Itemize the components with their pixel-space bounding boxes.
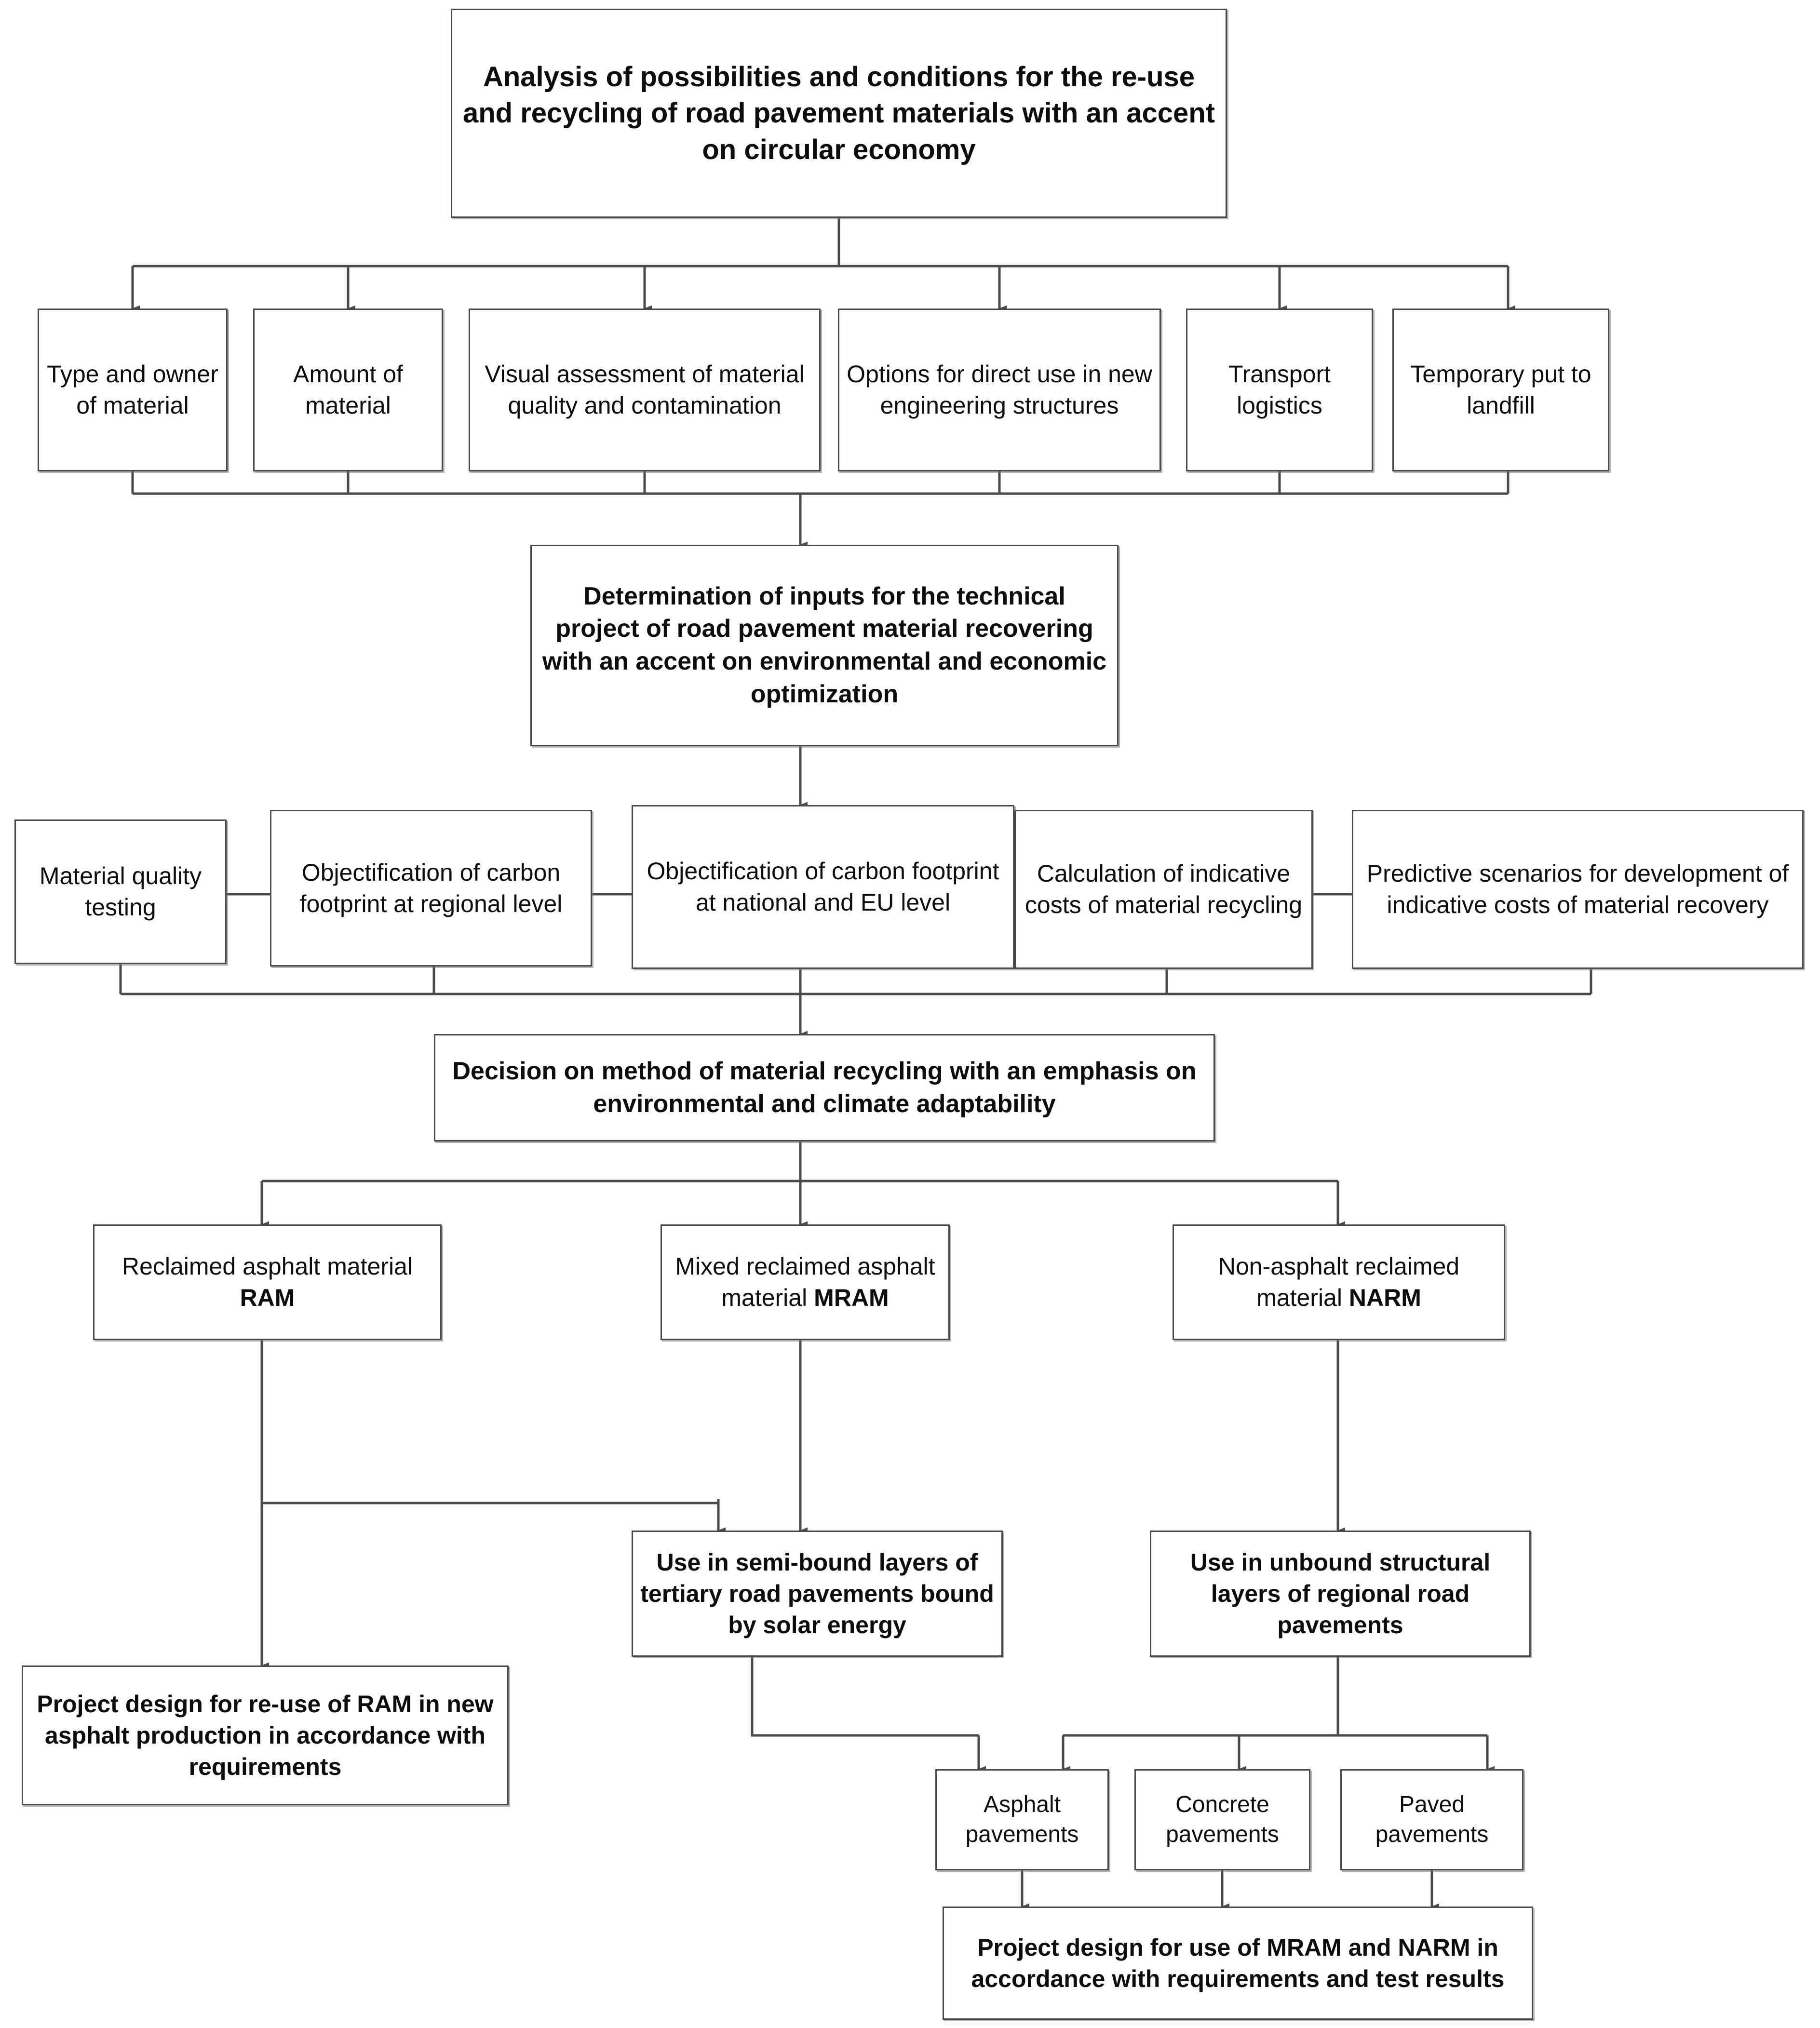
node-material-quality-testing[interactable]: Material quality testing xyxy=(14,819,227,964)
node-calculation-indicative-costs[interactable]: Calculation of indicative costs of mater… xyxy=(1014,810,1313,969)
node-label: Project design for re-use of RAM in new … xyxy=(37,1690,494,1780)
node-predictive-scenarios[interactable]: Predictive scenarios for development of … xyxy=(1352,810,1804,969)
node-output-mram-narm-project-design[interactable]: Project design for use of MRAM and NARM … xyxy=(943,1907,1533,2020)
edge-ram-to-use0-h xyxy=(262,1499,720,1504)
node-material-narm[interactable]: Non-asphalt reclaimed material NARM xyxy=(1173,1224,1505,1340)
node-input-visual-assessment[interactable]: Visual assessment of material quality an… xyxy=(469,309,821,471)
node-label: Asphalt pavements xyxy=(965,1791,1079,1847)
node-input-type-owner[interactable]: Type and owner of material xyxy=(38,309,228,471)
node-material-mram[interactable]: Mixed reclaimed asphalt material MRAM xyxy=(661,1224,950,1340)
node-label: Visual assessment of material quality an… xyxy=(485,361,805,419)
node-label: Calculation of indicative costs of mater… xyxy=(1025,860,1303,918)
node-label: Predictive scenarios for development of … xyxy=(1366,860,1789,918)
node-label: Amount of material xyxy=(293,361,403,419)
node-label: Objectification of carbon footprint at r… xyxy=(299,859,563,917)
node-label: Transport logistics xyxy=(1228,361,1331,419)
node-use-unbound-structural-layers[interactable]: Use in unbound structural layers of regi… xyxy=(1150,1531,1531,1657)
node-input-amount[interactable]: Amount of material xyxy=(253,309,443,471)
node-input-transport-logistics[interactable]: Transport logistics xyxy=(1186,309,1373,471)
node-decision-method[interactable]: Decision on method of material recycling… xyxy=(434,1034,1215,1142)
node-output-ram-project-design[interactable]: Project design for re-use of RAM in new … xyxy=(22,1665,509,1805)
node-label: Use in semi-bound layers of tertiary roa… xyxy=(640,1548,994,1639)
node-label: Temporary put to landfill xyxy=(1410,361,1591,419)
node-label: Decision on method of material recycling… xyxy=(452,1057,1197,1118)
node-pavement-concrete[interactable]: Concrete pavements xyxy=(1134,1769,1310,1870)
node-label: Material quality testing xyxy=(39,862,202,921)
node-label: Objectification of carbon footprint at n… xyxy=(647,858,999,916)
node-input-temporary-landfill[interactable]: Temporary put to landfill xyxy=(1392,309,1609,471)
node-label: Type and owner of material xyxy=(47,361,218,419)
node-determination-of-inputs[interactable]: Determination of inputs for the technica… xyxy=(530,545,1119,746)
edge-use0-h xyxy=(751,1657,979,1737)
node-label: Determination of inputs for the technica… xyxy=(542,582,1107,708)
node-label: Reclaimed asphalt material RAM xyxy=(121,1253,413,1311)
node-root-label: Analysis of possibilities and conditions… xyxy=(462,61,1215,165)
node-objectification-regional[interactable]: Objectification of carbon footprint at r… xyxy=(270,810,592,967)
node-label: Paved pavements xyxy=(1375,1791,1489,1847)
node-input-direct-use[interactable]: Options for direct use in new engineerin… xyxy=(838,309,1161,471)
node-label: Concrete pavements xyxy=(1166,1791,1279,1847)
node-objectification-national-eu[interactable]: Objectification of carbon footprint at n… xyxy=(632,805,1014,969)
node-use-semi-bound-layers[interactable]: Use in semi-bound layers of tertiary roa… xyxy=(632,1531,1003,1657)
node-label: Use in unbound structural layers of regi… xyxy=(1190,1548,1491,1639)
node-pavement-asphalt[interactable]: Asphalt pavements xyxy=(935,1769,1109,1870)
node-root[interactable]: Analysis of possibilities and conditions… xyxy=(451,9,1227,218)
node-label: Project design for use of MRAM and NARM … xyxy=(971,1934,1505,1992)
node-label: Mixed reclaimed asphalt material MRAM xyxy=(675,1253,935,1311)
node-material-ram[interactable]: Reclaimed asphalt material RAM xyxy=(93,1224,442,1340)
node-label: Non-asphalt reclaimed material NARM xyxy=(1218,1253,1460,1311)
node-pavement-paved[interactable]: Paved pavements xyxy=(1340,1769,1523,1870)
node-label: Options for direct use in new engineerin… xyxy=(847,361,1152,419)
